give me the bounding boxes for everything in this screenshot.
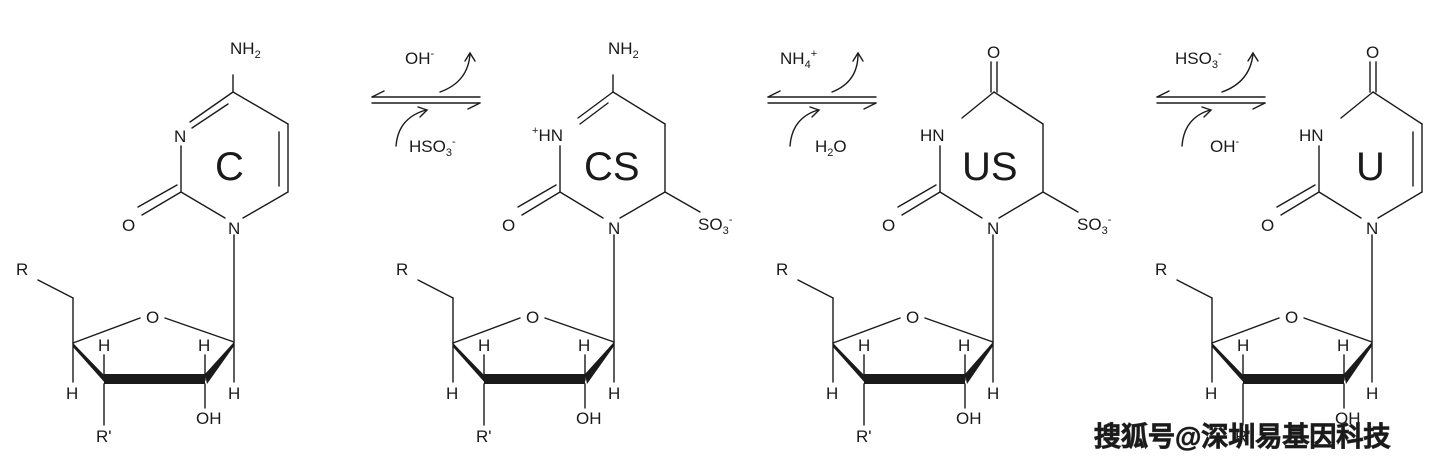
hydroxyl-label: OH [196,409,222,428]
sugar-oxygen-label: O [526,308,539,327]
entering-group-label: HSO3- [409,136,456,159]
n1-label: N [228,219,240,238]
n1-label: N [987,219,999,238]
molecule-uracil-sulfonate: O HN N O SO3- US R O H H H H OH R' [776,43,1112,446]
h-label: H [1237,336,1249,355]
sulfonate-label: SO3- [698,214,733,237]
molecule-cytosine-sulfonate: NH2 +HN N O SO3- CS R O H H H H OH R' [396,39,733,446]
h-label: H [608,384,620,403]
ring-nitrogen-label: N [174,127,186,146]
molecule-uridine: O HN N O U R O H H H H OH R' [1155,43,1423,446]
molecule-label: US [962,145,1018,189]
molecule-cytidine: NH2 N N O C R O H H H H OH R' [16,39,289,446]
n1-label: N [608,219,620,238]
sugar-oxygen-label: O [146,308,159,327]
molecule-label: C [215,145,244,189]
carbonyl-oxygen-label: O [502,216,515,235]
sugar-oxygen-label: O [1285,308,1298,327]
carbonyl-oxygen-label: O [1261,216,1274,235]
watermark-text: 搜狐号@深圳易基因科技 [1094,422,1390,452]
carbonyl-oxygen-label: O [882,216,895,235]
ring-nh-label: +HN [532,125,563,145]
equilibrium-arrow-3: HSO3- OH- [1156,48,1266,156]
top-oxygen-label: O [1366,43,1379,62]
equilibrium-arrow-1: OH- HSO3- [371,48,481,159]
h-label: H [1366,384,1378,403]
leaving-group-label: NH4+ [780,48,817,71]
leaving-group-label: HSO3- [1175,48,1222,71]
h-label: H [1205,384,1217,403]
amine-label: NH2 [230,39,261,61]
r-prime-label: R' [96,427,112,446]
h-label: H [198,336,210,355]
r-group-label: R [16,260,28,279]
h-label: H [826,384,838,403]
r-group-label: R [396,260,408,279]
hydroxyl-label: OH [956,409,982,428]
entering-group-label: H2O [815,137,847,159]
carbonyl-oxygen-label: O [122,216,135,235]
r-group-label: R [1155,260,1167,279]
ring-nh-label: HN [1299,126,1324,145]
leaving-group-label: OH- [405,48,435,68]
molecule-label: CS [584,145,640,189]
h-label: H [228,384,240,403]
molecule-label: U [1356,145,1385,189]
h-label: H [478,336,490,355]
h-label: H [858,336,870,355]
h-label: H [66,384,78,403]
entering-group-label: OH- [1210,136,1240,156]
hydroxyl-label: OH [576,409,602,428]
sulfonate-label: SO3- [1077,214,1112,237]
r-prime-label: R' [1235,427,1251,446]
sugar-oxygen-label: O [906,308,919,327]
amine-label: NH2 [608,39,639,61]
r-group-label: R [776,260,788,279]
h-label: H [98,336,110,355]
n1-label: N [1366,219,1378,238]
ring-nh-label: HN [920,126,945,145]
h-label: H [987,384,999,403]
top-oxygen-label: O [987,43,1000,62]
r-prime-label: R' [476,427,492,446]
h-label: H [1337,336,1349,355]
r-prime-label: R' [856,427,872,446]
h-label: H [958,336,970,355]
equilibrium-arrow-2: NH4+ H2O [767,48,877,159]
hydroxyl-label: OH [1335,409,1361,428]
h-label: H [578,336,590,355]
h-label: H [446,384,458,403]
